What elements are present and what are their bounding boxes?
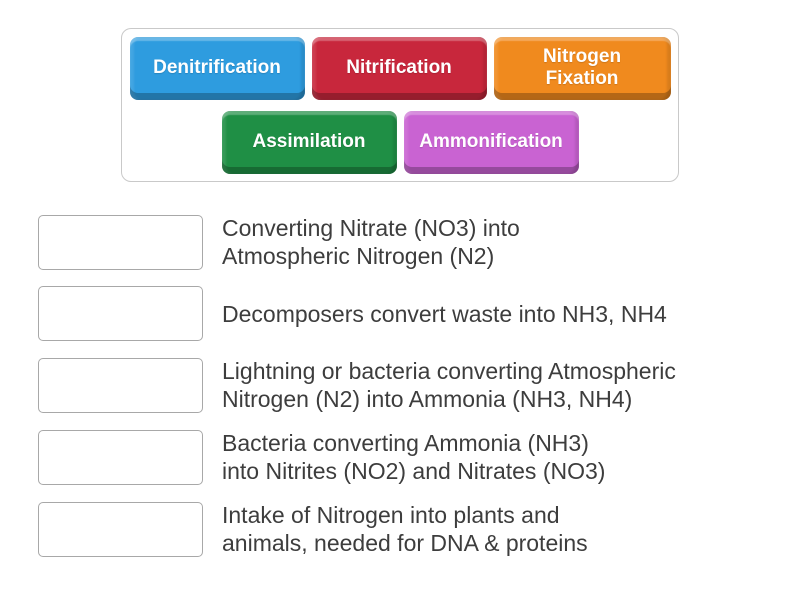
drop-zone-3[interactable]	[38, 357, 203, 413]
definition-text-3: Lightning or bacteria converting Atmosph…	[222, 357, 676, 413]
drop-zone-5[interactable]	[38, 501, 203, 557]
answer-tray: Denitrification Nitrification Nitrogen F…	[121, 28, 679, 182]
definition-3-line-2: Nitrogen (N2) into Ammonia (NH3, NH4)	[222, 386, 633, 412]
definition-5-line-2: animals, needed for DNA & proteins	[222, 530, 588, 556]
tile-nitrogen-fixation[interactable]: Nitrogen Fixation	[493, 36, 671, 100]
definition-text-5: Intake of Nitrogen into plants and anima…	[222, 501, 588, 557]
definition-1-line-2: Atmospheric Nitrogen (N2)	[222, 243, 495, 269]
tray-row-1: Denitrification Nitrification Nitrogen F…	[122, 36, 678, 100]
definition-4-line-2: into Nitrites (NO2) and Nitrates (NO3)	[222, 458, 606, 484]
tile-denitrification[interactable]: Denitrification	[129, 36, 305, 100]
definition-1-line-1: Converting Nitrate (NO3) into	[222, 215, 520, 241]
drop-zone-4[interactable]	[38, 429, 203, 485]
match-list: Converting Nitrate (NO3) into Atmospheri…	[38, 214, 778, 557]
match-row-1: Converting Nitrate (NO3) into Atmospheri…	[38, 214, 778, 270]
tray-row-2: Assimilation Ammonification	[122, 110, 678, 174]
definition-4-line-1: Bacteria converting Ammonia (NH3)	[222, 430, 589, 456]
definition-5-line-1: Intake of Nitrogen into plants and	[222, 502, 560, 528]
definition-text-2: Decomposers convert waste into NH3, NH4	[222, 300, 667, 328]
tile-ammonification[interactable]: Ammonification	[403, 110, 579, 174]
match-row-5: Intake of Nitrogen into plants and anima…	[38, 501, 778, 557]
tile-assimilation[interactable]: Assimilation	[221, 110, 397, 174]
match-row-3: Lightning or bacteria converting Atmosph…	[38, 357, 778, 413]
match-row-4: Bacteria converting Ammonia (NH3) into N…	[38, 429, 778, 485]
match-row-2: Decomposers convert waste into NH3, NH4	[38, 286, 778, 341]
drop-zone-2[interactable]	[38, 286, 203, 341]
definition-3-line-1: Lightning or bacteria converting Atmosph…	[222, 358, 676, 384]
definition-2-line-1: Decomposers convert waste into NH3, NH4	[222, 300, 667, 327]
definition-text-1: Converting Nitrate (NO3) into Atmospheri…	[222, 214, 520, 270]
drop-zone-1[interactable]	[38, 214, 203, 270]
definition-text-4: Bacteria converting Ammonia (NH3) into N…	[222, 429, 605, 485]
tile-nitrification[interactable]: Nitrification	[311, 36, 487, 100]
